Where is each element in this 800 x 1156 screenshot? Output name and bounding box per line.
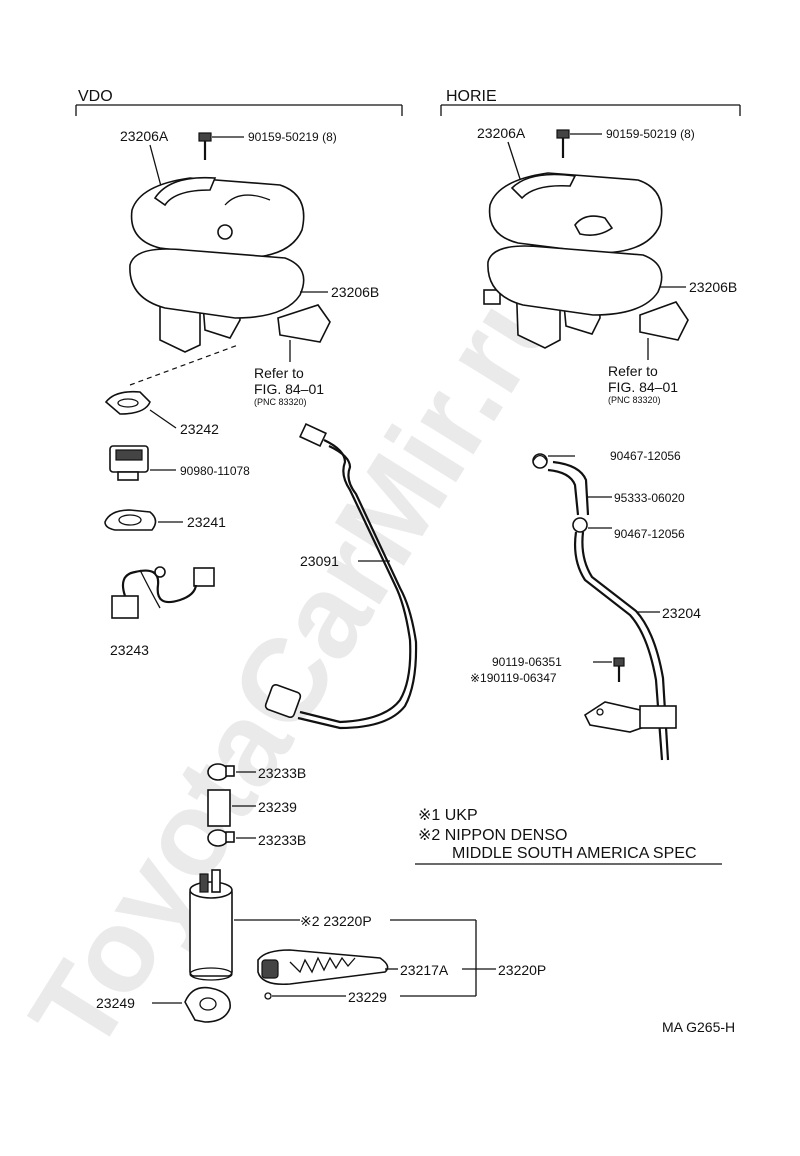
horie-sender-plate	[483, 172, 689, 349]
vdo-grommet-23242	[104, 390, 151, 415]
label-pump-23220p: ※2 23220P	[300, 913, 372, 929]
horie-bolt	[556, 129, 602, 158]
vdo-sender-plate	[129, 176, 331, 386]
note-1: ※1 UKP	[418, 807, 478, 824]
cap-top	[207, 763, 235, 781]
vdo-bolt	[198, 132, 244, 160]
vdo-refer-line1: Refer to	[254, 365, 304, 381]
vdo-title: VDO	[78, 88, 113, 105]
horie-bolt-code: 90159-50219 (8)	[606, 127, 695, 141]
vdo-connector-90980	[109, 445, 149, 481]
label-90980-11078: 90980-11078	[180, 464, 250, 478]
label-23229: 23229	[348, 989, 387, 1005]
label-cap-top: 23233B	[258, 765, 306, 781]
label-90119-06351: 90119-06351	[492, 655, 562, 669]
clip-23229	[264, 992, 272, 1000]
note-3: MIDDLE SOUTH AMERICA SPEC	[452, 845, 697, 862]
horie-refer-line2: FIG. 84–01	[608, 379, 678, 395]
vdo-refer-line2: FIG. 84–01	[254, 381, 324, 397]
horie-hose-95333	[547, 460, 590, 533]
vdo-hose-23091	[264, 422, 418, 730]
vdo-gasket-top-label: 23206A	[120, 128, 169, 144]
label-clamp-2: 90467-12056	[614, 527, 685, 541]
vdo-gasket-mid-label: 23206B	[331, 284, 379, 300]
cap-bottom	[207, 829, 235, 847]
horie-title: HORIE	[446, 88, 497, 105]
label-23249: 23249	[96, 995, 135, 1011]
horie-pipe-23204	[573, 531, 677, 761]
label-23243: 23243	[110, 642, 149, 658]
vdo-bolt-code: 90159-50219 (8)	[248, 130, 337, 144]
note-2: ※2 NIPPON DENSO	[418, 827, 567, 844]
label-23241: 23241	[187, 514, 226, 530]
figure-code: MA G265-H	[662, 1019, 735, 1035]
horie-screw	[613, 657, 625, 682]
label-clamp-1: 90467-12056	[610, 449, 681, 463]
horie-gasket-top-label: 23206A	[477, 125, 526, 141]
horie-refer-line1: Refer to	[608, 363, 658, 379]
vdo-gasket-23241	[104, 509, 157, 531]
label-23217a: 23217A	[400, 962, 449, 978]
horie-refer-line3: (PNC 83320)	[608, 395, 661, 405]
horie-section-header: HORIE	[440, 88, 741, 116]
bracket-23249	[184, 986, 231, 1023]
label-23239: 23239	[258, 799, 297, 815]
horie-clamp-1	[532, 453, 548, 469]
notes-block: ※1 UKP ※2 NIPPON DENSO MIDDLE SOUTH AMER…	[415, 807, 722, 865]
fuel-filter-23217a	[257, 949, 389, 986]
assembly-bracket-lines	[390, 919, 477, 997]
tube-23239	[207, 789, 231, 827]
horie-gasket-mid-label: 23206B	[689, 279, 737, 295]
vdo-wire-23243	[111, 566, 215, 619]
label-95333-06020: 95333-06020	[614, 491, 685, 505]
label-23220p: 23220P	[498, 962, 546, 978]
vdo-section-header: VDO	[75, 88, 403, 116]
vdo-refer-line3: (PNC 83320)	[254, 397, 307, 407]
label-23204: 23204	[662, 605, 701, 621]
fuel-pump	[189, 869, 233, 981]
label-cap-bottom: 23233B	[258, 832, 306, 848]
label-23242: 23242	[180, 421, 219, 437]
label-23091: 23091	[300, 553, 339, 569]
label-90119-06347: ※190119-06347	[470, 671, 557, 685]
